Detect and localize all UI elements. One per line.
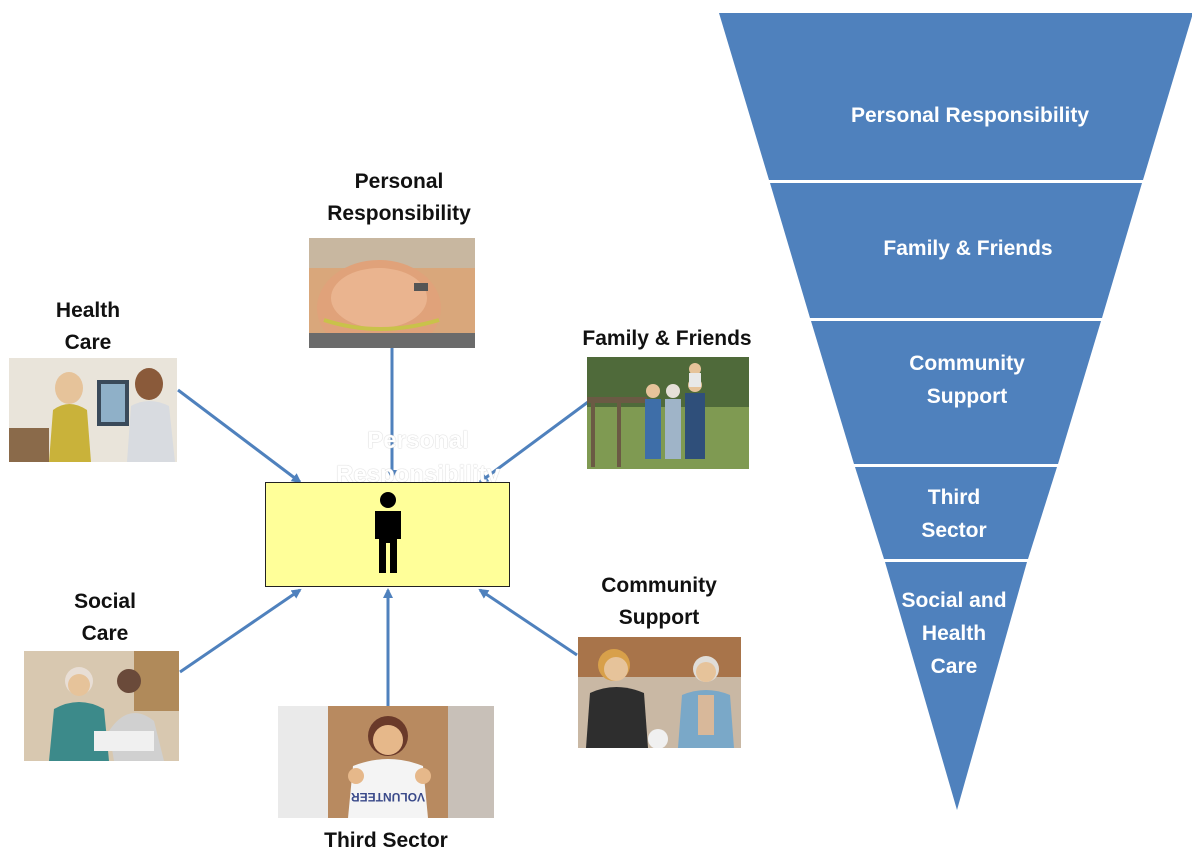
photo-community [578,637,741,748]
pyramid-label-2: Family & Friends [883,237,1053,260]
node-label-social: Social Care [74,590,136,645]
node-label-family: Family & Friends [582,327,752,350]
node-label-health: Health Care [55,299,121,354]
pyramid-tier-1 [719,13,1192,180]
arrow-community [478,588,578,657]
photo-family [587,357,749,469]
volunteer-shirt-text: VOLUNTEER [351,790,425,804]
node-label-personal: Personal Responsibility [327,170,471,225]
photo-health [9,358,177,462]
node-label-community: Community Support [601,574,717,629]
pyramid-label-3: Community Support [909,352,1025,408]
photo-personal [309,238,475,348]
hub-box [265,482,510,587]
pyramid-tier-4 [855,467,1057,559]
arrow-health [177,388,302,484]
photo-social [24,651,179,761]
arrow-social [179,588,302,674]
pyramid-label-1: Personal Responsibility [850,104,1090,127]
pyramid-label-5: Social and Health Care [901,589,1007,678]
pyramid-tier-2 [770,183,1142,318]
pyramid-label-4: Third Sector [921,486,987,542]
node-label-third: Third Sector [324,829,448,852]
pyramid-tier-5 [885,562,1027,810]
arrow-family [478,400,589,484]
photo-third: VOLUNTEER [278,706,494,818]
person-icon [375,492,401,573]
pyramid-tier-3 [811,321,1101,464]
